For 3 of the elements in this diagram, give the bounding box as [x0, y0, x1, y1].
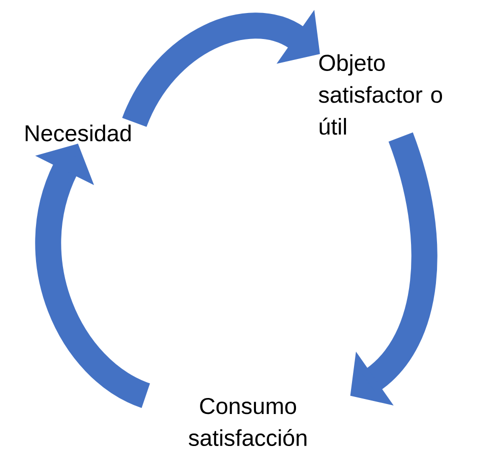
node-label: Consumo satisfacción [188, 398, 306, 446]
node-label: Necesidad [26, 124, 131, 142]
node-label: Objeto satisfactor o útil [318, 54, 442, 135]
